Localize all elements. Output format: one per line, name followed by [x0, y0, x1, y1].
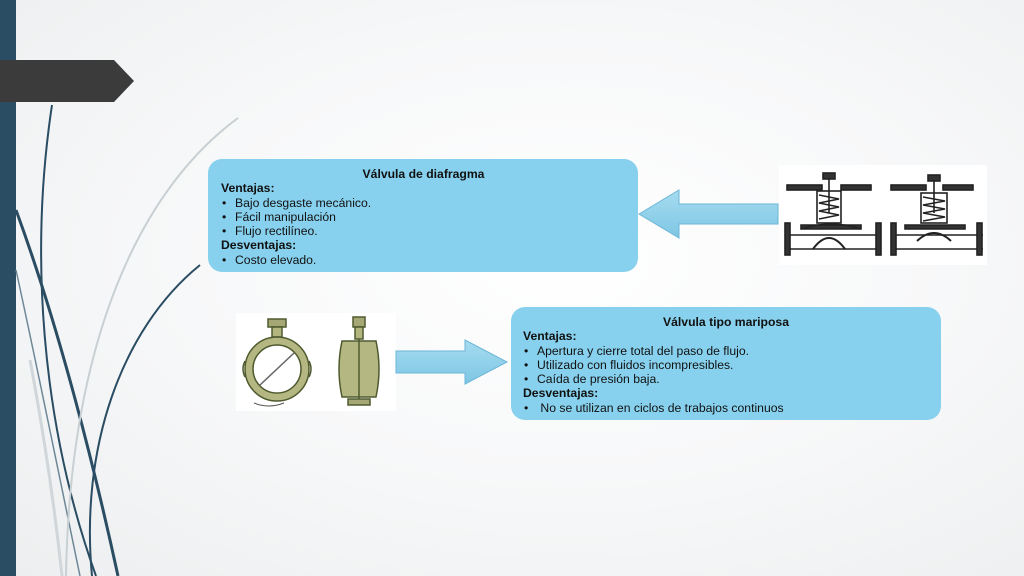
- diafragma-ventajas-list: Bajo desgaste mecánico. Fácil manipulaci…: [221, 196, 626, 239]
- decorative-curves: [14, 104, 239, 576]
- list-item: Bajo desgaste mecánico.: [221, 196, 626, 211]
- left-accent-bar: [0, 0, 16, 576]
- mariposa-desventajas-label: Desventajas:: [523, 386, 599, 401]
- diafragma-title: Válvula de diafragma: [362, 167, 485, 181]
- list-item: Costo elevado.: [221, 253, 626, 268]
- list-item: Utilizado con fluidos incompresibles.: [523, 358, 929, 373]
- mariposa-desventajas-list: No se utilizan en ciclos de trabajos con…: [523, 401, 929, 416]
- arrow-right-icon: [395, 339, 509, 385]
- mariposa-ventajas-list: Apertura y cierre total del paso de fluj…: [523, 344, 929, 387]
- list-item: Caída de presión baja.: [523, 372, 929, 387]
- diaphragm-valve-drawing-icon: [779, 165, 987, 265]
- title-tab: [0, 60, 134, 102]
- diafragma-desventajas-list: Costo elevado.: [221, 253, 626, 268]
- list-item: No se utilizan en ciclos de trabajos con…: [523, 401, 929, 416]
- diafragma-info-box: Válvula de diafragma Ventajas: Bajo desg…: [208, 159, 638, 272]
- arrow-left-icon: [638, 189, 779, 239]
- mariposa-ventajas-label: Ventajas:: [523, 329, 577, 344]
- list-item: Fácil manipulación: [221, 210, 626, 225]
- list-item: Apertura y cierre total del paso de fluj…: [523, 344, 929, 359]
- diafragma-desventajas-label: Desventajas:: [221, 238, 297, 253]
- diafragma-ventajas-label: Ventajas:: [221, 181, 275, 196]
- mariposa-title: Válvula tipo mariposa: [663, 315, 789, 329]
- list-item: Flujo rectilíneo.: [221, 224, 626, 239]
- mariposa-info-box: Válvula tipo mariposa Ventajas: Apertura…: [511, 307, 941, 420]
- butterfly-valve-drawing-icon: [236, 313, 396, 411]
